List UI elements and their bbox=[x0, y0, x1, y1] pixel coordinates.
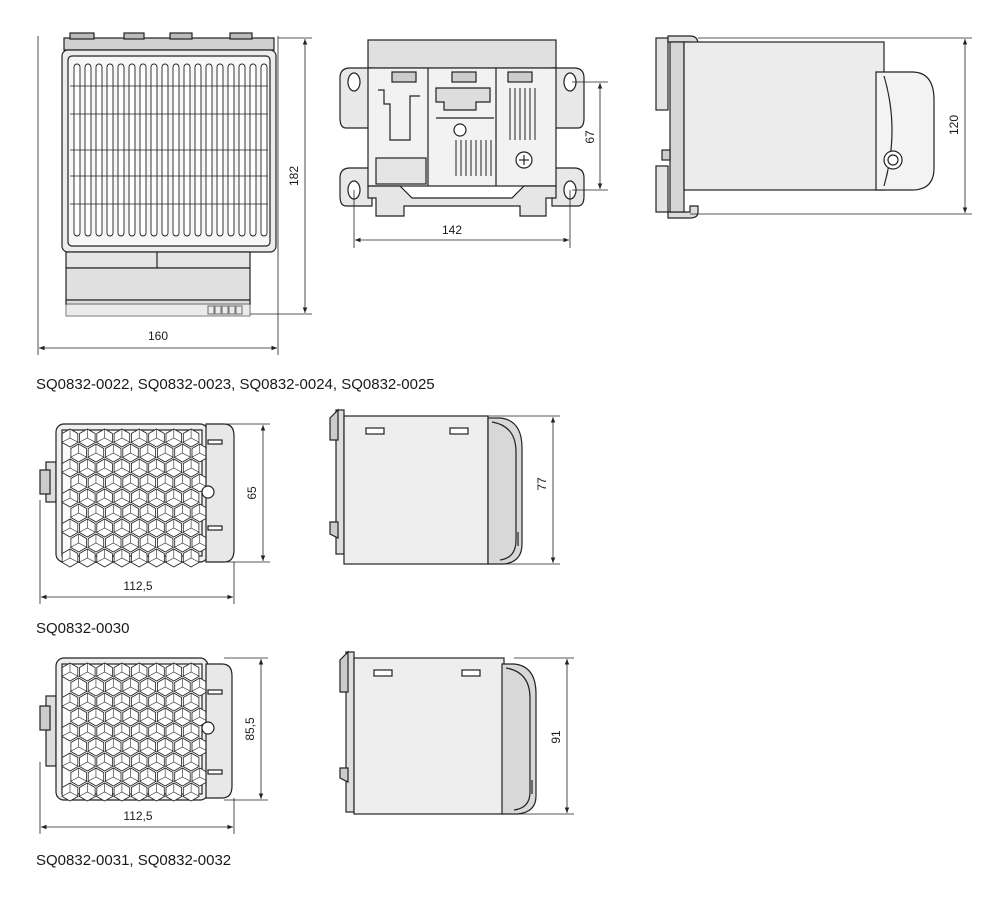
dimension-front-width-1 bbox=[37, 36, 279, 355]
heater-small-front-view bbox=[39, 423, 235, 568]
heater-large-mounting-view bbox=[339, 39, 585, 217]
group-3-drawings: 112,5 85,5 91 bbox=[39, 650, 574, 834]
dimension-label-front-height-1: 182 bbox=[287, 166, 301, 186]
hexagonal-grille bbox=[61, 428, 209, 568]
dimension-side-height-3 bbox=[514, 657, 574, 815]
dimension-side-height-2 bbox=[488, 415, 560, 565]
dimension-front-height-2 bbox=[226, 423, 270, 563]
dimension-label-front-width-1: 160 bbox=[148, 329, 168, 343]
dimension-label-front-height-3: 85,5 bbox=[243, 717, 257, 741]
heater-medium-front-view bbox=[39, 657, 233, 802]
heater-large-side-view bbox=[655, 35, 935, 219]
dimension-label-mount-spacing: 142 bbox=[442, 223, 462, 237]
dimension-label-side-height-1: 120 bbox=[947, 115, 961, 135]
dimension-front-height-1 bbox=[250, 37, 312, 315]
dimension-label-front-width-2: 112,5 bbox=[123, 579, 152, 593]
dimension-front-width-2 bbox=[39, 500, 235, 604]
dimension-label-side-height-2: 77 bbox=[535, 477, 549, 491]
heater-small-side-view bbox=[329, 408, 523, 565]
caption-group-3: SQ0832-0031, SQ0832-0032 bbox=[36, 852, 232, 869]
dimension-side-height-1 bbox=[690, 37, 972, 215]
grill-slots bbox=[70, 63, 268, 237]
heater-medium-side-view bbox=[339, 650, 537, 815]
caption-group-1: SQ0832-0022, SQ0832-0023, SQ0832-0024, S… bbox=[36, 376, 435, 393]
group-2-drawings: 112,5 65 77 bbox=[39, 408, 560, 604]
dimension-front-height-3 bbox=[224, 657, 268, 801]
caption-group-2: SQ0832-0030 bbox=[36, 620, 130, 637]
group-1-drawings: 160 182 bbox=[37, 32, 972, 355]
dimension-front-width-3 bbox=[39, 762, 235, 834]
dimension-mount-height bbox=[572, 81, 608, 191]
dimension-mount-spacing bbox=[353, 190, 571, 248]
fin-lines-middle bbox=[455, 140, 492, 176]
fin-lines-right bbox=[509, 88, 536, 140]
dimension-label-mount-height: 67 bbox=[583, 130, 597, 144]
dimension-label-front-height-2: 65 bbox=[245, 486, 259, 500]
hexagonal-grille bbox=[61, 662, 209, 802]
heater-large-front-view bbox=[61, 32, 277, 317]
dimension-label-side-height-3: 91 bbox=[549, 730, 563, 744]
dimension-label-front-width-3: 112,5 bbox=[123, 809, 152, 823]
